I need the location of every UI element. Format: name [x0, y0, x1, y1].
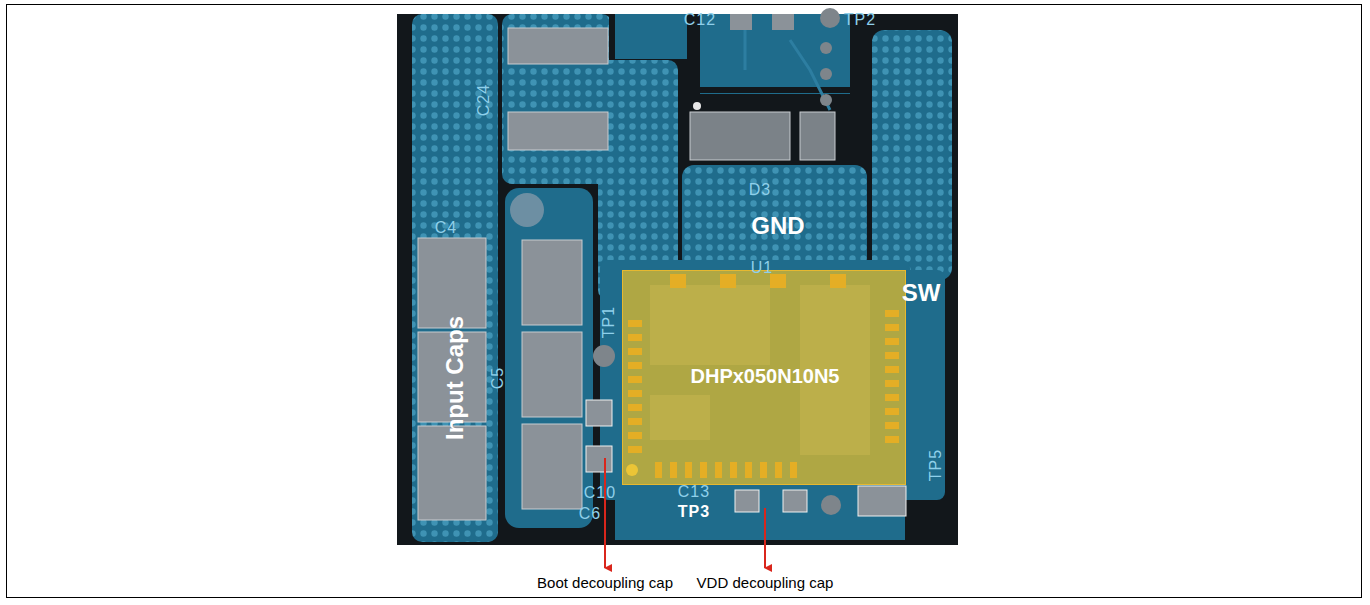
ref-designator: C24: [476, 84, 492, 116]
ref-designator: U1: [751, 260, 773, 276]
test-point-name: TP2: [844, 12, 876, 28]
part-number: DHPx050N10N5: [691, 366, 840, 386]
callout-text: Boot decoupling cap: [537, 575, 673, 590]
group-label: Input Caps: [443, 316, 467, 440]
ref-designator: D3: [749, 182, 771, 198]
ref-designator: C13: [678, 484, 710, 500]
callout-text: VDD decoupling cap: [697, 575, 834, 590]
test-point-name: TP1: [601, 306, 617, 338]
net-name: SW: [902, 281, 941, 305]
ref-designator: C10: [584, 485, 616, 501]
ref-designator: C6: [579, 506, 601, 522]
test-point-name: TP3: [678, 504, 710, 520]
net-name: GND: [751, 214, 804, 238]
ref-designator: C5: [490, 367, 506, 389]
ref-designator: C12: [684, 12, 716, 28]
test-point-name: TP5: [928, 449, 944, 481]
ref-designator: C4: [435, 220, 457, 236]
ic-footprint: DHPx050N10N5: [622, 270, 906, 485]
